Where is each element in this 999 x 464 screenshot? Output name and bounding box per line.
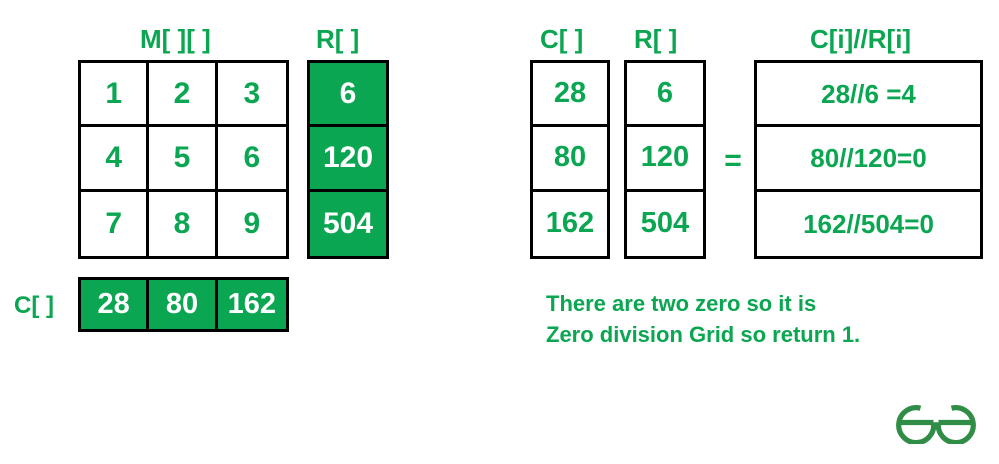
note-line-1: There are two zero so it is (546, 291, 817, 316)
matrix-cell: 5 (149, 127, 218, 192)
left-r-cell: 6 (310, 63, 386, 128)
right-c-cell: 162 (533, 191, 607, 256)
left-r-cell: 504 (310, 191, 386, 256)
result-column: 28//6 =4 80//120=0 162//504=0 (754, 60, 983, 259)
matrix-grid: 1 2 3 4 5 6 7 8 9 (78, 60, 289, 259)
left-r-column-label: R[ ] (316, 24, 360, 54)
note-line-2: Zero division Grid so return 1. (546, 322, 861, 348)
right-r-cell: 120 (627, 127, 703, 192)
result-cell: 162//504=0 (757, 191, 980, 256)
matrix-cell: 1 (81, 63, 150, 128)
right-c-cell: 28 (533, 63, 607, 128)
left-c-cell: 80 (149, 280, 218, 329)
matrix-cell: 2 (149, 63, 218, 128)
left-c-row-label: C[ ] (14, 292, 54, 319)
matrix-label: M[ ][ ] (140, 24, 211, 54)
matrix-cell: 8 (149, 191, 218, 256)
right-r-column: 6 120 504 (624, 60, 706, 259)
explanation-note: There are two zero so it is Zero divisio… (546, 288, 860, 350)
left-c-cell: 162 (217, 280, 286, 329)
right-r-cell: 504 (627, 191, 703, 256)
equals-sign: = (724, 144, 742, 177)
result-cell: 28//6 =4 (757, 63, 980, 128)
right-c-column: 28 80 162 (530, 60, 610, 259)
matrix-cell: 6 (217, 127, 286, 192)
left-r-cell: 120 (310, 127, 386, 192)
left-c-cell: 28 (81, 280, 150, 329)
result-cell: 80//120=0 (757, 127, 980, 192)
result-column-label: C[i]//R[i] (810, 24, 912, 54)
left-r-column: 6 120 504 (307, 60, 389, 259)
matrix-cell: 7 (81, 191, 150, 256)
right-r-column-label: R[ ] (634, 24, 678, 54)
matrix-cell: 3 (217, 63, 286, 128)
right-c-cell: 80 (533, 127, 607, 192)
matrix-cell: 4 (81, 127, 150, 192)
matrix-cell: 9 (217, 191, 286, 256)
geeksforgeeks-logo (893, 400, 979, 446)
right-r-cell: 6 (627, 63, 703, 128)
left-c-row: 28 80 162 (78, 277, 289, 332)
right-c-column-label: C[ ] (540, 24, 584, 54)
